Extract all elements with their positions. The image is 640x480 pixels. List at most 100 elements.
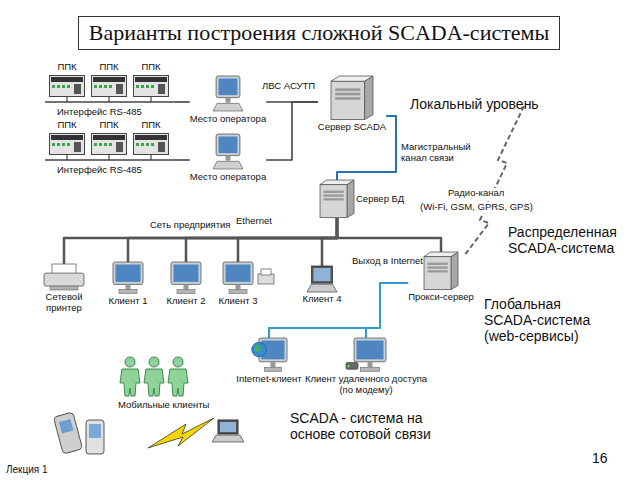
keyboard (213, 103, 243, 111)
person-body (144, 369, 164, 396)
plc-led (141, 85, 144, 88)
device-node: Сетевой принтер (37, 264, 91, 314)
slide-title: Варианты построения сложной SCADA-систем… (78, 16, 560, 50)
device-label: Прокси-сервер (408, 292, 474, 303)
plc-led (104, 143, 107, 146)
plc-led (57, 85, 60, 88)
plc-led (62, 143, 65, 146)
plc-icon (133, 75, 169, 97)
person-head (125, 357, 135, 367)
plc-connector (158, 142, 165, 152)
laptop-display (220, 422, 236, 432)
plc-led (104, 85, 107, 88)
device-label: Место оператора (190, 114, 266, 125)
device-label: ППК (57, 120, 76, 131)
rs485-segment: ППКППКППКИнтерфейс RS-485 (45, 62, 175, 122)
plc-led (151, 85, 154, 88)
server-front (424, 257, 451, 290)
device-node: Сервер SCADA (318, 76, 386, 133)
network-link (322, 218, 337, 266)
annotation: Распределенная SCADA-система (508, 224, 626, 256)
plc-led (94, 143, 97, 146)
plc-body (134, 75, 169, 96)
annotation: Сеть предприятия (150, 220, 231, 231)
globe-icon (251, 338, 287, 372)
plc-led (94, 85, 97, 88)
plc-led (109, 85, 112, 88)
annotation: Глобальная SCADA-система (web-сервисы) (484, 296, 596, 344)
monitor-stand (236, 284, 241, 289)
plc-led (146, 85, 149, 88)
globe (252, 342, 266, 356)
laptop-base (212, 435, 244, 442)
plc-body (134, 133, 169, 154)
op-icon (211, 76, 245, 112)
device-label: Место оператора (190, 172, 266, 183)
plc-icon (91, 75, 127, 97)
monitor-screen (219, 79, 238, 96)
device-label: Сервер БД (356, 194, 404, 205)
plc-icon (49, 75, 85, 97)
network-link (266, 102, 318, 160)
plc-led (67, 143, 70, 146)
monitor-frame (216, 134, 240, 156)
device-label: ППК (99, 120, 118, 131)
drive-bay (323, 194, 343, 196)
mobile-devices (53, 412, 244, 454)
plc-led (136, 85, 139, 88)
plc-icon (49, 133, 85, 155)
monitor-frame (223, 262, 253, 284)
monitor-screen (116, 265, 141, 282)
server-icon (331, 76, 373, 120)
monitor-stand (368, 362, 373, 367)
server-front (331, 81, 365, 119)
plc-strip (93, 77, 125, 82)
drive-bay (427, 263, 447, 265)
device-node: ППК (91, 120, 127, 155)
plc-led (146, 143, 149, 146)
plc-led (141, 143, 144, 146)
printer-icon (44, 264, 84, 290)
drive-bay (323, 191, 343, 193)
server-icon (320, 180, 354, 218)
monitor-screen (357, 341, 384, 360)
plc-strip (51, 135, 83, 140)
device-node: ППК (49, 120, 85, 155)
monitor-screen (174, 265, 199, 282)
device-node: Место оператора (190, 76, 266, 125)
plc-led (136, 143, 139, 146)
monitor-stand (126, 284, 131, 289)
server-side (365, 76, 373, 120)
plc-led (99, 143, 102, 146)
monitor-base (229, 290, 247, 294)
device-node: ППК (91, 62, 127, 97)
plc-strip (51, 77, 83, 82)
plc-strip (135, 77, 167, 82)
plc-body (92, 75, 127, 96)
device-label: Клиент 2 (166, 296, 205, 307)
monitor-frame (354, 338, 386, 362)
plc-led (57, 143, 60, 146)
modem-led (348, 365, 350, 367)
mobile-phone (53, 412, 82, 454)
plc-strip (135, 135, 167, 140)
network-link (269, 283, 408, 338)
drive-bay (335, 97, 360, 100)
device-label: Клиент 1 (108, 296, 147, 307)
network-link (64, 218, 337, 264)
bus-line (45, 101, 175, 103)
annotation: Магистральный канал связи (401, 142, 481, 164)
device-label: ППК (57, 62, 76, 73)
plc-icon (133, 133, 169, 155)
monitor-stand (225, 156, 230, 161)
monitor-stand (184, 284, 189, 289)
plc-body (92, 133, 127, 154)
device-node: Клиент удаленного доступа (по модему) (299, 338, 434, 396)
plc-led (67, 85, 70, 88)
server-icon (424, 252, 458, 290)
bus-stub (108, 153, 109, 160)
monitor-base (119, 290, 137, 294)
pda (86, 420, 104, 454)
laptop-base (307, 284, 337, 292)
